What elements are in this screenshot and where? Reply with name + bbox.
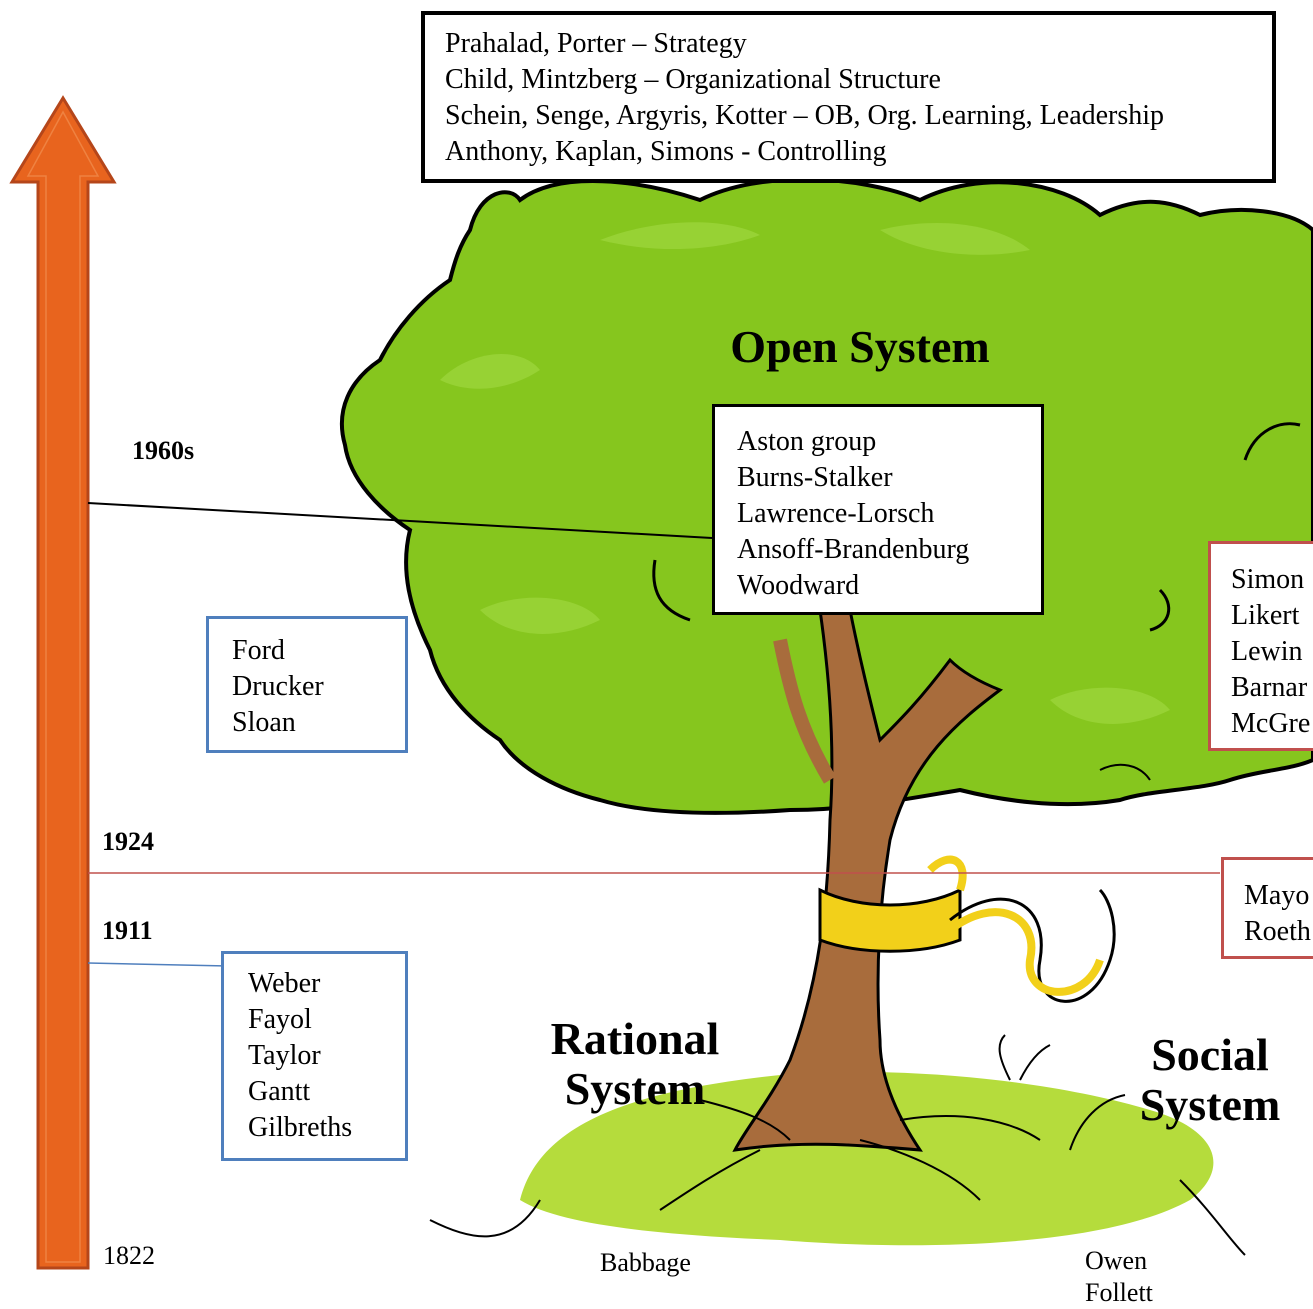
rational-system-word-1: Rational: [550, 1013, 720, 1064]
open-box-line: Woodward: [737, 570, 860, 601]
mayo-box-line: Mayo: [1244, 880, 1310, 911]
ford-drucker-sloan-box: Ford Drucker Sloan: [206, 616, 408, 753]
classic-box-line: Taylor: [248, 1040, 321, 1071]
timeline-arrow: [9, 95, 117, 1270]
hawthorne-authors-box: Mayo Roeth: [1221, 857, 1313, 959]
human-box-line: Lewin: [1231, 636, 1303, 667]
open-box-line: Aston group: [737, 426, 877, 457]
human-box-line: Likert: [1231, 600, 1300, 631]
social-system-word-2: System: [1139, 1079, 1281, 1130]
classic-box-line: Gilbreths: [248, 1112, 353, 1143]
open-system-label: Open System: [730, 321, 990, 372]
top-box-line: Anthony, Kaplan, Simons - Controlling: [445, 136, 887, 167]
rational-system-label: Rational System: [520, 1014, 750, 1114]
human-box-line: Simon: [1231, 564, 1305, 595]
social-system-word-1: Social: [1151, 1029, 1269, 1080]
open-box-line: Ansoff-Brandenburg: [737, 534, 970, 565]
ribbon: [818, 887, 962, 953]
strategy-authors-box: Prahalad, Porter – Strategy Child, Mintz…: [421, 11, 1276, 183]
social-system-label: Social System: [1100, 1030, 1313, 1130]
year-1960s-label: 1960s: [132, 436, 195, 465]
classic-box-line: Gantt: [248, 1076, 311, 1107]
ford-box-line: Sloan: [232, 707, 296, 738]
open-system-authors-box: Aston group Burns-Stalker Lawrence-Lorsc…: [712, 404, 1044, 615]
human-box-line: McGre: [1231, 708, 1311, 739]
classic-box-line: Weber: [248, 968, 321, 999]
ford-box-line: Ford: [232, 635, 285, 666]
human-box-line: Barnar: [1231, 672, 1308, 703]
year-1924-label: 1924: [102, 827, 154, 856]
classic-box-line: Fayol: [248, 1004, 312, 1035]
open-box-line: Burns-Stalker: [737, 462, 893, 493]
top-box-line: Prahalad, Porter – Strategy: [445, 28, 747, 59]
babbage-label: Babbage: [600, 1248, 691, 1277]
rational-system-word-2: System: [564, 1063, 706, 1114]
ford-box-line: Drucker: [232, 671, 324, 702]
year-1822-label: 1822: [103, 1241, 155, 1270]
owen-label: Owen: [1085, 1246, 1148, 1275]
classical-authors-box: Weber Fayol Taylor Gantt Gilbreths: [221, 951, 408, 1161]
year-1911-label: 1911: [102, 916, 153, 945]
open-box-line: Lawrence-Lorsch: [737, 498, 935, 529]
grass-mound: [520, 1071, 1214, 1246]
mayo-box-line: Roeth: [1244, 916, 1311, 947]
top-box-line: Child, Mintzberg – Organizational Struct…: [445, 64, 941, 95]
follett-label: Follett: [1085, 1278, 1153, 1307]
top-box-line: Schein, Senge, Argyris, Kotter – OB, Org…: [445, 100, 1165, 131]
human-relations-authors-box: Simon Likert Lewin Barnar McGre: [1208, 541, 1313, 751]
